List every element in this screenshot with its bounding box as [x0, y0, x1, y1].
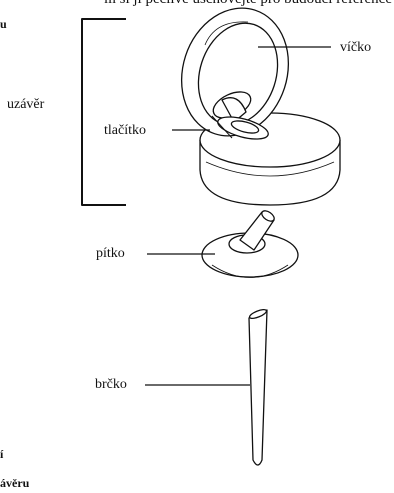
- button-mechanism: [211, 91, 269, 140]
- label-lid: víčko: [340, 40, 372, 55]
- left-fragment-3: ávěru: [0, 476, 30, 490]
- left-fragment-2: í: [0, 447, 4, 461]
- spout: [201, 210, 299, 278]
- label-button: tlačítko: [104, 123, 146, 138]
- label-spout: pítko: [96, 246, 125, 261]
- left-fragment-1: u: [0, 17, 7, 31]
- header-text: m si ji pečlivě uschovejte pro budoucí r…: [0, 0, 394, 8]
- label-cap-assembly: uzávěr: [7, 97, 45, 112]
- label-straw: brčko: [95, 377, 127, 392]
- straw: [248, 308, 268, 466]
- cap-assembly-bracket: [81, 18, 126, 206]
- lid: [180, 7, 290, 137]
